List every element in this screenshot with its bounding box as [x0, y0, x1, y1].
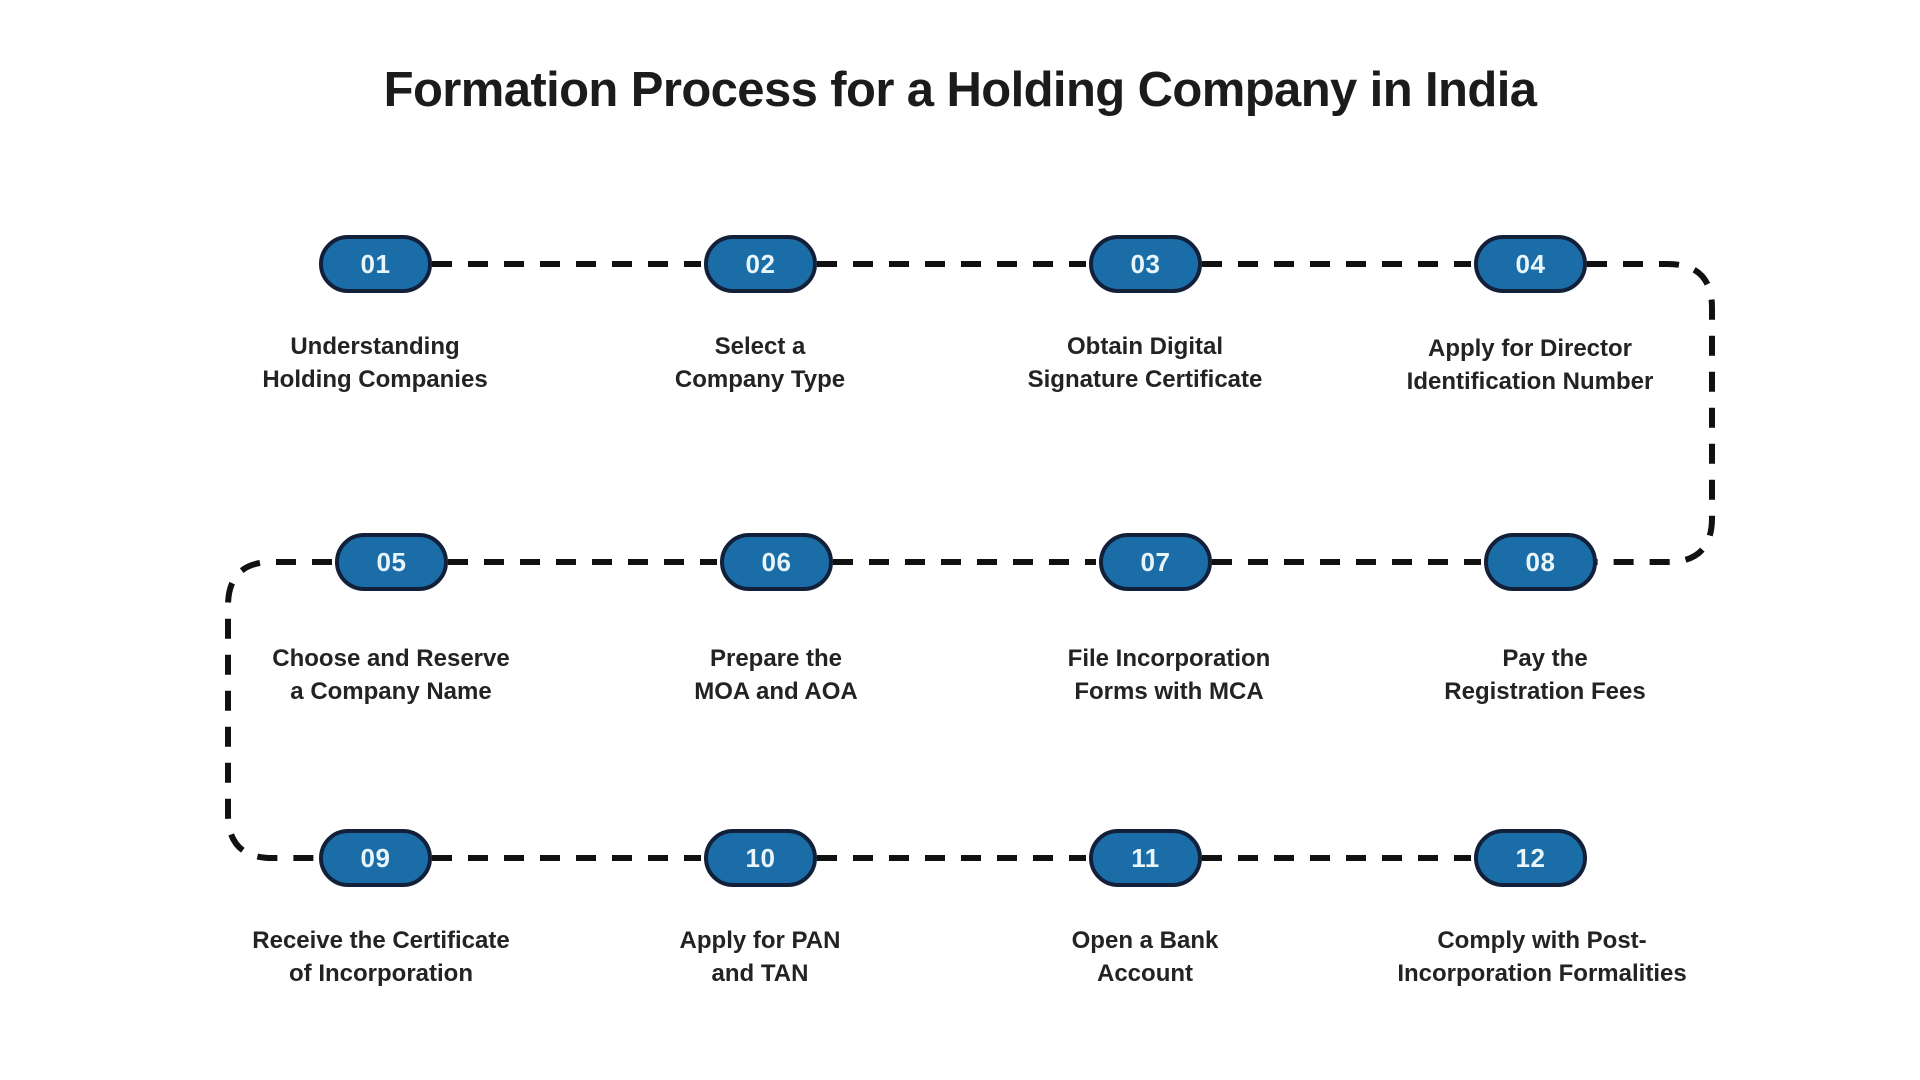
step-label-01-line1: Understanding — [290, 333, 460, 360]
step-pill-05[interactable]: 05 — [335, 533, 448, 591]
step-label-02-line2: Company Type — [674, 365, 846, 393]
step-label-12-line2: Incorporation Formalities — [1397, 959, 1687, 987]
step-label-08: Pay the Registration Fees — [1375, 643, 1715, 708]
step-label-02-line1: Select a — [714, 333, 806, 360]
step-label-01: Understanding Holding Companies — [205, 331, 545, 396]
step-label-09-line1: Receive the Certificate — [252, 927, 510, 954]
step-pill-01[interactable]: 01 — [319, 235, 432, 293]
step-label-04-line2: Identification Number — [1406, 367, 1654, 395]
step-label-04: Apply for Director Identification Number — [1360, 333, 1700, 398]
step-pill-12[interactable]: 12 — [1474, 829, 1587, 887]
step-pill-06[interactable]: 06 — [720, 533, 833, 591]
step-label-06: Prepare the MOA and AOA — [606, 643, 946, 708]
step-pill-02[interactable]: 02 — [704, 235, 817, 293]
step-label-09: Receive the Certificate of Incorporation — [211, 925, 551, 990]
step-label-07: File Incorporation Forms with MCA — [999, 643, 1339, 708]
step-label-11-line1: Open a Bank — [1071, 927, 1219, 954]
step-label-01-line2: Holding Companies — [262, 365, 488, 393]
step-label-12-line1: Comply with Post- — [1437, 927, 1647, 954]
step-label-02: Select a Company Type — [590, 331, 930, 396]
step-label-07-line2: Forms with MCA — [1074, 677, 1264, 705]
step-label-08-line1: Pay the — [1502, 645, 1588, 672]
step-label-11: Open a Bank Account — [975, 925, 1315, 990]
page-title: Formation Process for a Holding Company … — [383, 63, 1537, 117]
step-label-08-line2: Registration Fees — [1444, 677, 1646, 705]
step-pill-11[interactable]: 11 — [1089, 829, 1202, 887]
step-label-06-line1: Prepare the — [709, 645, 843, 672]
step-pill-03[interactable]: 03 — [1089, 235, 1202, 293]
step-label-04-line1: Apply for Director — [1427, 335, 1633, 362]
step-pill-08[interactable]: 08 — [1484, 533, 1597, 591]
step-label-10: Apply for PAN and TAN — [590, 925, 930, 990]
connector-08-09-wrap — [225, 559, 332, 861]
step-label-10-line1: Apply for PAN — [679, 927, 841, 954]
step-label-11-line2: Account — [1097, 959, 1193, 987]
step-label-03-line1: Obtain Digital — [1067, 333, 1223, 360]
step-pill-09[interactable]: 09 — [319, 829, 432, 887]
step-label-03: Obtain Digital Signature Certificate — [975, 331, 1315, 396]
connector-04-05-wrap — [1587, 261, 1715, 565]
step-label-05-line2: a Company Name — [290, 677, 492, 705]
step-label-12: Comply with Post- Incorporation Formalit… — [1372, 925, 1712, 990]
step-pill-07[interactable]: 07 — [1099, 533, 1212, 591]
step-label-05: Choose and Reserve a Company Name — [221, 643, 561, 708]
step-label-06-line2: MOA and AOA — [694, 677, 858, 705]
step-label-05-line1: Choose and Reserve — [272, 645, 510, 672]
step-label-07-line1: File Incorporation — [1067, 645, 1271, 672]
step-label-09-line2: of Incorporation — [289, 959, 473, 987]
step-pill-04[interactable]: 04 — [1474, 235, 1587, 293]
step-label-10-line2: and TAN — [711, 959, 809, 987]
step-pill-10[interactable]: 10 — [704, 829, 817, 887]
step-label-03-line2: Signature Certificate — [1027, 365, 1263, 393]
